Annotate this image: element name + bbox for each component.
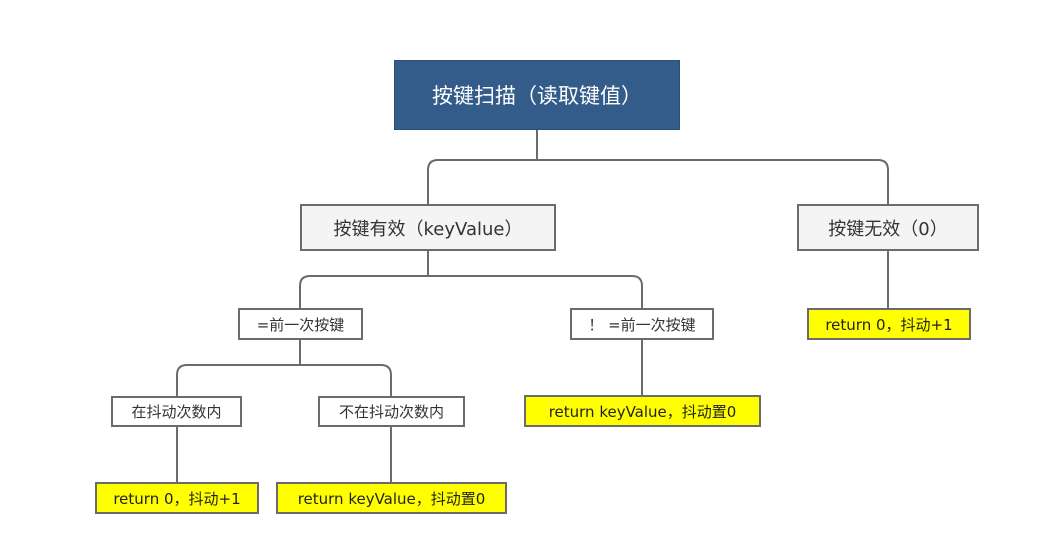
invalid-return-leaf: return 0，抖动+1 [807, 308, 971, 340]
within-debounce-node: 在抖动次数内 [111, 396, 242, 427]
same-as-prev-node: =前一次按键 [238, 308, 363, 340]
diff-from-prev-node: ！ =前一次按键 [570, 308, 714, 340]
root-node: 按键扫描（读取键值） [394, 60, 680, 130]
diff-return-leaf: return keyValue，抖动置0 [524, 395, 761, 427]
notwithin-return-leaf: return keyValue，抖动置0 [276, 482, 507, 514]
within-return-leaf: return 0，抖动+1 [95, 482, 259, 514]
connector-root-to-children [427, 130, 889, 204]
key-valid-node: 按键有效（keyValue） [300, 204, 556, 251]
connector-valid-to-children [299, 251, 643, 310]
key-invalid-node: 按键无效（0） [797, 204, 979, 251]
not-within-debounce-node: 不在抖动次数内 [318, 396, 465, 427]
connector-same-to-children [176, 339, 392, 397]
